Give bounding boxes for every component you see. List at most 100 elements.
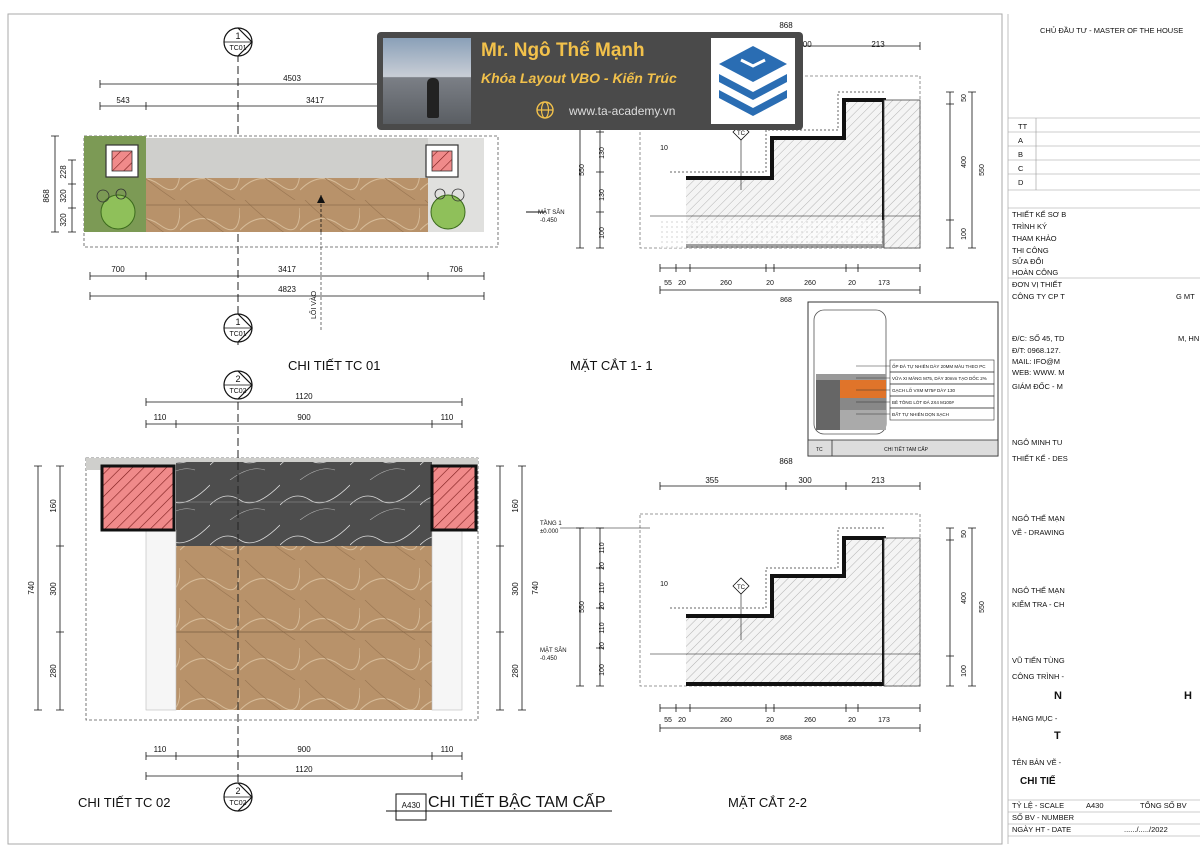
- legend-item-2: GẠCH LỖ VXM M75# DÀY 130: [892, 387, 955, 393]
- tb-project: CÔNG TRÌNH -: [1012, 672, 1064, 681]
- plan1-dim-total-bottom: 4823: [278, 285, 296, 294]
- plan2-right-total: 740: [531, 581, 540, 595]
- sec1-dim-top-total: 868: [779, 21, 793, 30]
- plan1-dim-side-total: 868: [42, 189, 51, 203]
- title-block: CHỦ ĐẦU TƯ - MASTER OF THE HOUSE TT A B …: [1008, 14, 1200, 844]
- tb-stage-1: THIẾT KẾ SƠ B: [1012, 210, 1067, 219]
- sec2-left-d: 20: [599, 602, 606, 610]
- tb-address-end: M, HN: [1178, 334, 1200, 343]
- plan2-dim-total-top: 1120: [295, 392, 313, 401]
- sec2-dim-top-total: 868: [779, 457, 793, 466]
- sec2-left-e: 110: [599, 622, 606, 633]
- banner-website[interactable]: www.ta-academy.vn: [569, 104, 676, 118]
- instructor-photo: [383, 38, 471, 124]
- tb-role-draw: VẼ - DRAWING: [1012, 528, 1065, 537]
- tb-drawing-value: CHI TIẾ: [1020, 776, 1056, 787]
- tb-role-check: KIỂM TRA - CH: [1012, 600, 1065, 609]
- tb-unit: ĐƠN VỊ THIẾT: [1012, 280, 1063, 289]
- sec2-left-total: 550: [579, 601, 586, 613]
- sec1-bot-e: 260: [804, 280, 816, 287]
- plan2-dim-mid-bottom: 900: [297, 745, 311, 754]
- sec1-left-small: 10: [660, 145, 668, 152]
- legend-item-4: ĐẤT TỰ NHIÊN DỌN SẠCH: [892, 410, 949, 417]
- tb-director: GIÁM ĐỐC - M: [1012, 382, 1063, 391]
- tb-number-label: SỐ BV - NUMBER: [1012, 813, 1075, 822]
- sec1-caption: MẶT CẮT 1- 1: [570, 358, 653, 373]
- sec2-left-g: 100: [599, 664, 606, 676]
- tb-person-2: NGÔ THẾ MẠN: [1012, 514, 1065, 523]
- tb-stage-2: TRÌNH KÝ: [1012, 222, 1048, 231]
- sec1-dim-top-b: 213: [871, 40, 885, 49]
- tb-scale-label: TỶ LỆ - SCALE: [1012, 801, 1065, 810]
- tb-phone: Đ/T: 0968.127.: [1012, 346, 1061, 355]
- section-marker-tc02-top: [223, 370, 253, 400]
- sec2-bot-c: 260: [720, 717, 732, 724]
- academy-logo-icon: [711, 38, 795, 124]
- tb-date-label: NGÀY HT - DATE: [1012, 825, 1072, 834]
- plan2-caption: CHI TIẾT TC 02: [78, 795, 170, 810]
- sec2-left-f: 20: [599, 642, 606, 650]
- sec1-right-a: 50: [961, 94, 968, 102]
- sec1-right-total: 550: [979, 164, 986, 176]
- tb-rev-d: D: [1018, 178, 1024, 187]
- tb-rev-b: B: [1018, 150, 1024, 159]
- plan2-tag-top: 2: [235, 374, 240, 384]
- legend-footer-code: TC: [816, 447, 823, 453]
- globe-icon: [536, 101, 554, 119]
- plan2-right-a: 160: [511, 499, 520, 513]
- sec2-dim-top-a: 355: [705, 476, 719, 485]
- sec2-right-a: 50: [961, 530, 968, 538]
- tb-address: Đ/C: SỐ 45, TD: [1012, 334, 1065, 343]
- plan1-dim-left-bottom: 700: [111, 265, 125, 274]
- sec2-bot-b: 20: [678, 717, 686, 724]
- plan1-dim-side-b: 320: [59, 189, 68, 203]
- sec1-bot-f: 20: [848, 280, 856, 287]
- plan1-dim-total-top: 4503: [283, 74, 301, 83]
- plan2-dim-right-top: 110: [441, 413, 454, 422]
- sec1-dim-top-a: 300: [798, 40, 812, 49]
- sec1-left-d: 100: [599, 227, 606, 239]
- sec2-dim-top-b: 300: [798, 476, 812, 485]
- tb-owner: CHỦ ĐẦU TƯ - MASTER OF THE HOUSE: [1040, 26, 1184, 35]
- plan2-tag-bottom: 2: [235, 786, 240, 796]
- plan-tc02: [34, 390, 526, 810]
- plan2-left-c: 280: [49, 664, 58, 678]
- course-banner: Mr. Ngô Thế Mạnh Khóa Layout VBO - Kiến …: [377, 32, 803, 130]
- section-2-2: [560, 482, 976, 732]
- sec1-bot-c: 260: [720, 280, 732, 287]
- plan2-code-bottom: TC02: [229, 800, 246, 807]
- plan1-dim-mid-top: 3417: [306, 96, 324, 105]
- sec2-left-a: 110: [599, 542, 606, 553]
- sec2-bot-f: 20: [848, 717, 856, 724]
- tb-item: HẠNG MỤC -: [1012, 714, 1058, 723]
- plan1-tag-bottom: 1: [235, 317, 240, 327]
- sec1-right-b: 400: [961, 156, 968, 168]
- sec2-level-bot-label: MẶT SÂN: [540, 647, 567, 654]
- tb-scale-value: A430: [1086, 801, 1104, 810]
- plan2-dim-mid-top: 900: [297, 413, 311, 422]
- tb-rev-c: C: [1018, 164, 1024, 173]
- sec2-left-b: 20: [599, 562, 606, 570]
- legend-item-1: VỮA XI MĂNG M75, DÀY 30mm TẠO DỐC 2%: [892, 375, 987, 381]
- tb-total-label: TỔNG SỐ BV: [1140, 801, 1187, 810]
- sec1-bot-d: 20: [766, 280, 774, 287]
- tb-stage-3: THAM KHẢO: [1012, 234, 1057, 243]
- tb-company: CÔNG TY CP T: [1012, 292, 1065, 301]
- plan2-right-b: 300: [511, 582, 520, 596]
- sec1-left-c: 130: [599, 189, 606, 201]
- sec2-level-top-label: TẦNG 1: [540, 520, 562, 527]
- tb-rev-header: TT: [1018, 122, 1028, 131]
- material-legend: [807, 301, 999, 457]
- section-marker-tc02-bottom: [223, 782, 253, 812]
- sec2-caption: MẶT CẮT 2-2: [728, 795, 807, 810]
- tb-person-4: VŨ TIẾN TÙNG: [1012, 656, 1065, 665]
- plan1-dim-side-a: 228: [59, 165, 68, 179]
- sec2-left-small: 10: [660, 581, 668, 588]
- plan1-dim-left-top: 543: [116, 96, 130, 105]
- tb-role-design: THIẾT KẾ - DES: [1012, 454, 1068, 463]
- sec2-level-top-value: ±0.000: [540, 529, 559, 535]
- plan2-code-top: TC02: [229, 388, 246, 395]
- plan2-dim-right-bottom: 110: [441, 745, 454, 754]
- sec2-right-total: 550: [979, 601, 986, 613]
- tb-project-value-right: H: [1184, 690, 1192, 702]
